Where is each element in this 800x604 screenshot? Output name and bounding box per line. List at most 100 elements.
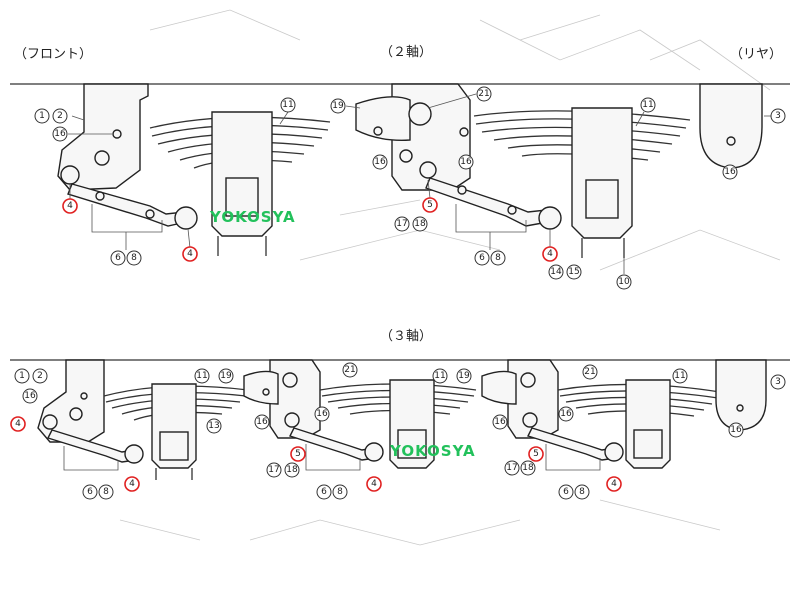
front-rod-bushing — [174, 206, 198, 230]
front-hanger-bushing — [94, 150, 110, 166]
callout-8: 8 — [126, 250, 142, 266]
svg-text:3: 3 — [775, 111, 781, 121]
svg-text:6: 6 — [87, 487, 93, 497]
rear-hanger-3 — [715, 359, 767, 431]
rear-label: （リヤ） — [730, 47, 782, 62]
callout-21: 21 — [582, 364, 598, 380]
callout-2: 2 — [32, 368, 48, 384]
callout-11: 11 — [640, 97, 656, 113]
callout-11: 11 — [194, 368, 210, 384]
front-axle-block — [225, 177, 259, 217]
svg-text:17: 17 — [396, 219, 407, 229]
svg-text:1: 1 — [19, 371, 25, 381]
center-3-b-bushing — [522, 412, 538, 428]
callout-8: 8 — [332, 484, 348, 500]
rear-axle-block — [585, 179, 619, 219]
three-axle-assembly — [10, 359, 790, 480]
callout-8: 8 — [574, 484, 590, 500]
callout-17: 17 — [504, 460, 520, 476]
svg-text:18: 18 — [522, 463, 534, 473]
rod-bushing-3-c — [604, 442, 624, 462]
bracket-rear-6-8 — [455, 204, 527, 233]
svg-text:16: 16 — [494, 417, 506, 427]
front-label: （フロント） — [14, 47, 92, 62]
leader-21-a — [427, 93, 477, 109]
svg-text:16: 16 — [316, 409, 328, 419]
svg-text:13: 13 — [208, 421, 219, 431]
svg-text:11: 11 — [434, 371, 445, 381]
callout-4-highlight: 4 — [606, 476, 622, 492]
svg-text:21: 21 — [344, 365, 355, 375]
axle-block-3-a — [159, 431, 189, 461]
callout-4-highlight: 4 — [10, 416, 26, 432]
bracket-3-b-6-8 — [305, 444, 361, 471]
svg-text:3: 3 — [775, 377, 781, 387]
callout-5-highlight: 5 — [422, 197, 438, 213]
callout-6: 6 — [316, 484, 332, 500]
svg-text:4: 4 — [611, 479, 617, 489]
svg-text:8: 8 — [495, 253, 501, 263]
callout-16: 16 — [492, 414, 508, 430]
callout-14: 14 — [548, 264, 564, 280]
bracket-3-c-6-8 — [545, 444, 601, 471]
svg-text:5: 5 — [295, 449, 301, 459]
callout-5-highlight: 5 — [290, 446, 306, 462]
callout-5-highlight: 5 — [528, 446, 544, 462]
equalizer-pivot — [408, 102, 432, 126]
svg-text:17: 17 — [268, 465, 279, 475]
front-hanger-pin — [60, 165, 80, 185]
callout-10: 10 — [616, 274, 632, 290]
rear-torque-rod — [425, 177, 549, 227]
callout-17: 17 — [394, 216, 410, 232]
center-bushing-main — [419, 161, 437, 179]
svg-text:2: 2 — [37, 371, 43, 381]
callout-16: 16 — [458, 154, 474, 170]
callout-16: 16 — [728, 422, 744, 438]
callouts-two-axle: 1 2 16 4 6 8 4 11 19 16 21 16 5 17 18 11… — [34, 86, 786, 290]
callout-8: 8 — [98, 484, 114, 500]
callout-1: 1 — [14, 368, 30, 384]
rear-hanger — [699, 83, 763, 169]
bracket-3-a-6-8 — [63, 446, 119, 471]
svg-text:16: 16 — [460, 157, 472, 167]
callout-3: 3 — [770, 374, 786, 390]
bracket-front-6-8 — [91, 204, 163, 233]
svg-text:21: 21 — [478, 89, 489, 99]
center-3-a-bushing — [284, 412, 300, 428]
rear-rod-bolt-b — [507, 205, 517, 215]
svg-text:4: 4 — [187, 249, 193, 259]
callout-4-highlight: 4 — [124, 476, 140, 492]
callout-8: 8 — [490, 250, 506, 266]
svg-text:4: 4 — [15, 419, 21, 429]
svg-text:8: 8 — [103, 487, 109, 497]
callout-16: 16 — [722, 164, 738, 180]
rear-rod-bushing — [538, 206, 562, 230]
front-hanger-bolt — [112, 129, 122, 139]
callout-16: 16 — [254, 414, 270, 430]
callout-16: 16 — [314, 406, 330, 422]
equalizer-3-b — [481, 370, 517, 405]
callout-3: 3 — [770, 108, 786, 124]
leader-5-a — [427, 179, 431, 199]
svg-text:6: 6 — [115, 253, 121, 263]
watermark-top: YOKOSYA — [209, 208, 296, 226]
callout-15: 15 — [566, 264, 582, 280]
equalizer-3-a-bolt — [262, 388, 270, 396]
rear-hanger-3-bolt — [736, 404, 744, 412]
callout-6: 6 — [474, 250, 490, 266]
svg-text:16: 16 — [560, 409, 572, 419]
center-bushing-left — [399, 149, 413, 163]
callout-4-highlight: 4 — [366, 476, 382, 492]
svg-text:6: 6 — [479, 253, 485, 263]
svg-text:1: 1 — [39, 111, 45, 121]
svg-text:14: 14 — [550, 267, 562, 277]
front-hanger-3-bolt — [80, 392, 88, 400]
svg-text:5: 5 — [427, 200, 433, 210]
callout-2: 2 — [52, 108, 68, 124]
svg-text:8: 8 — [131, 253, 137, 263]
callout-21: 21 — [342, 362, 358, 378]
callout-4-highlight: 4 — [62, 198, 78, 214]
callout-19: 19 — [330, 98, 346, 114]
svg-text:16: 16 — [730, 425, 742, 435]
